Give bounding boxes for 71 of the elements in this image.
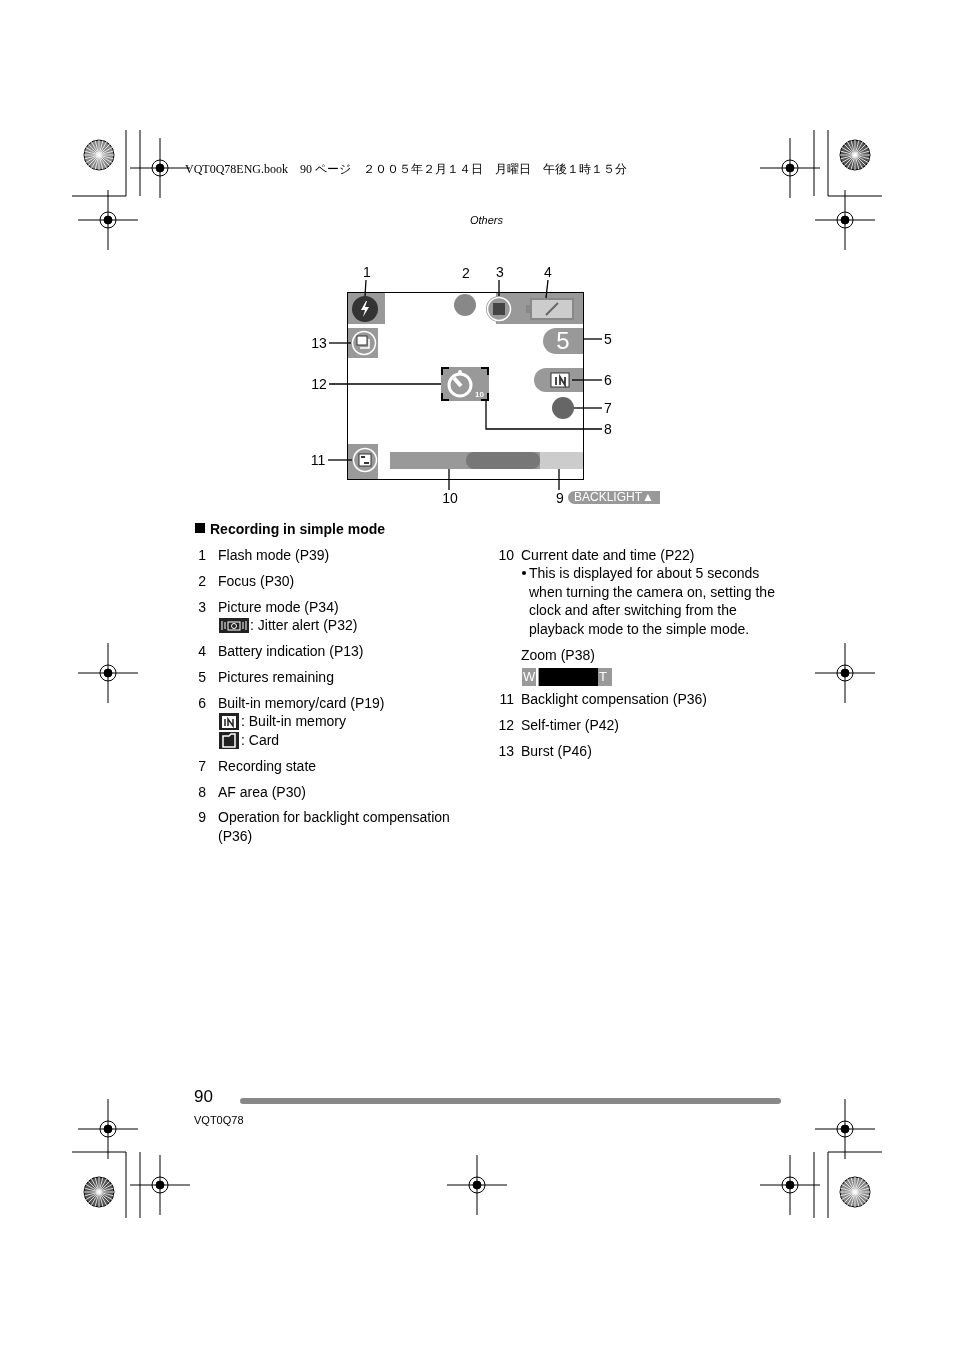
item-text: Focus (P30)	[218, 572, 296, 590]
item-text: Flash mode (P39)	[218, 546, 331, 564]
leader-line	[582, 338, 603, 340]
item-text: Burst (P46)	[521, 742, 593, 760]
item-text: AF area (P30)	[218, 783, 307, 801]
callout-number: 9	[554, 490, 566, 506]
item-text: Self-timer (P42)	[521, 716, 621, 734]
item-number: 5	[197, 668, 206, 686]
battery-icon	[524, 298, 574, 320]
callout-number: 6	[602, 372, 614, 388]
built-in-memory-icon	[548, 371, 572, 389]
callout-number: 13	[309, 335, 329, 351]
zoom-wide-label: W	[523, 669, 537, 685]
leader-line	[327, 459, 353, 461]
leader-line	[558, 468, 560, 491]
zoom-tele-label: T	[599, 669, 608, 685]
item-number: 9	[197, 808, 206, 826]
callout-number: 10	[441, 490, 459, 506]
callout-number: 2	[461, 264, 471, 282]
leader-line	[545, 279, 549, 299]
list-heading: Recording in simple mode	[210, 520, 386, 538]
item-number: 8	[197, 783, 206, 801]
callout-number: 3	[493, 264, 507, 280]
item-text: Zoom (P38)	[521, 646, 596, 664]
item-text: : Jitter alert (P32)	[250, 616, 359, 634]
item-number: 3	[197, 598, 206, 616]
item-text: Battery indication (P13)	[218, 642, 365, 660]
leader-line	[498, 279, 500, 297]
item-number: 1	[197, 546, 206, 564]
item-text: Built-in memory/card (P19)	[218, 694, 386, 712]
backlight-bar-segment	[540, 452, 583, 469]
callout-number: 12	[309, 376, 329, 392]
note-text: This is displayed for about 5 seconds when turning the camera on, setting the clock and after switching from the playback mode to the simple mode.	[529, 564, 776, 639]
item-number: 12	[497, 716, 514, 734]
leader-line	[364, 279, 367, 297]
item-number: 6	[197, 694, 206, 712]
callout-number: 7	[602, 400, 614, 416]
leader-line	[448, 468, 450, 491]
callout-number: 5	[602, 331, 614, 347]
item-text: Operation for backlight compensation (P36)	[218, 808, 451, 846]
af-area-frame	[441, 367, 489, 401]
self-timer-icon	[446, 370, 474, 398]
page-number: 90	[194, 1088, 214, 1106]
page-header: VQT0Q78ENG.book 90 ページ ２００５年２月１４日 月曜日 午後１時１５分	[185, 161, 628, 178]
item-number: 11	[498, 690, 514, 708]
callout-number: 8	[602, 421, 614, 437]
item-number: 4	[197, 642, 206, 660]
callout-number: 11	[308, 452, 328, 468]
section-heading: Others	[470, 213, 504, 228]
item-text: Picture mode (P34)	[218, 598, 340, 616]
leader-line	[571, 379, 603, 381]
leader-line	[328, 342, 352, 344]
item-text: Current date and time (P22)	[521, 546, 696, 564]
item-text: : Built-in memory	[241, 712, 348, 730]
callout-number: 1	[360, 264, 374, 280]
leader-line	[485, 400, 603, 430]
item-text: Recording state	[218, 757, 318, 775]
item-text: : Card	[241, 731, 281, 749]
item-text: Pictures remaining	[218, 668, 335, 686]
item-number: 13	[497, 742, 514, 760]
date-time-bar	[390, 452, 540, 469]
leader-line	[573, 407, 603, 409]
document-code: VQT0Q78	[194, 1113, 245, 1128]
callout-number: 4	[541, 264, 555, 280]
item-text: Backlight compensation (P36)	[521, 690, 708, 708]
backlight-indicator: BACKLIGHT▲	[568, 491, 660, 504]
item-number: 10	[497, 546, 514, 564]
pictures-remaining-counter: 5	[543, 328, 583, 354]
timer-seconds: 10	[475, 390, 485, 400]
item-number: 7	[197, 757, 206, 775]
item-number: 2	[197, 572, 206, 590]
